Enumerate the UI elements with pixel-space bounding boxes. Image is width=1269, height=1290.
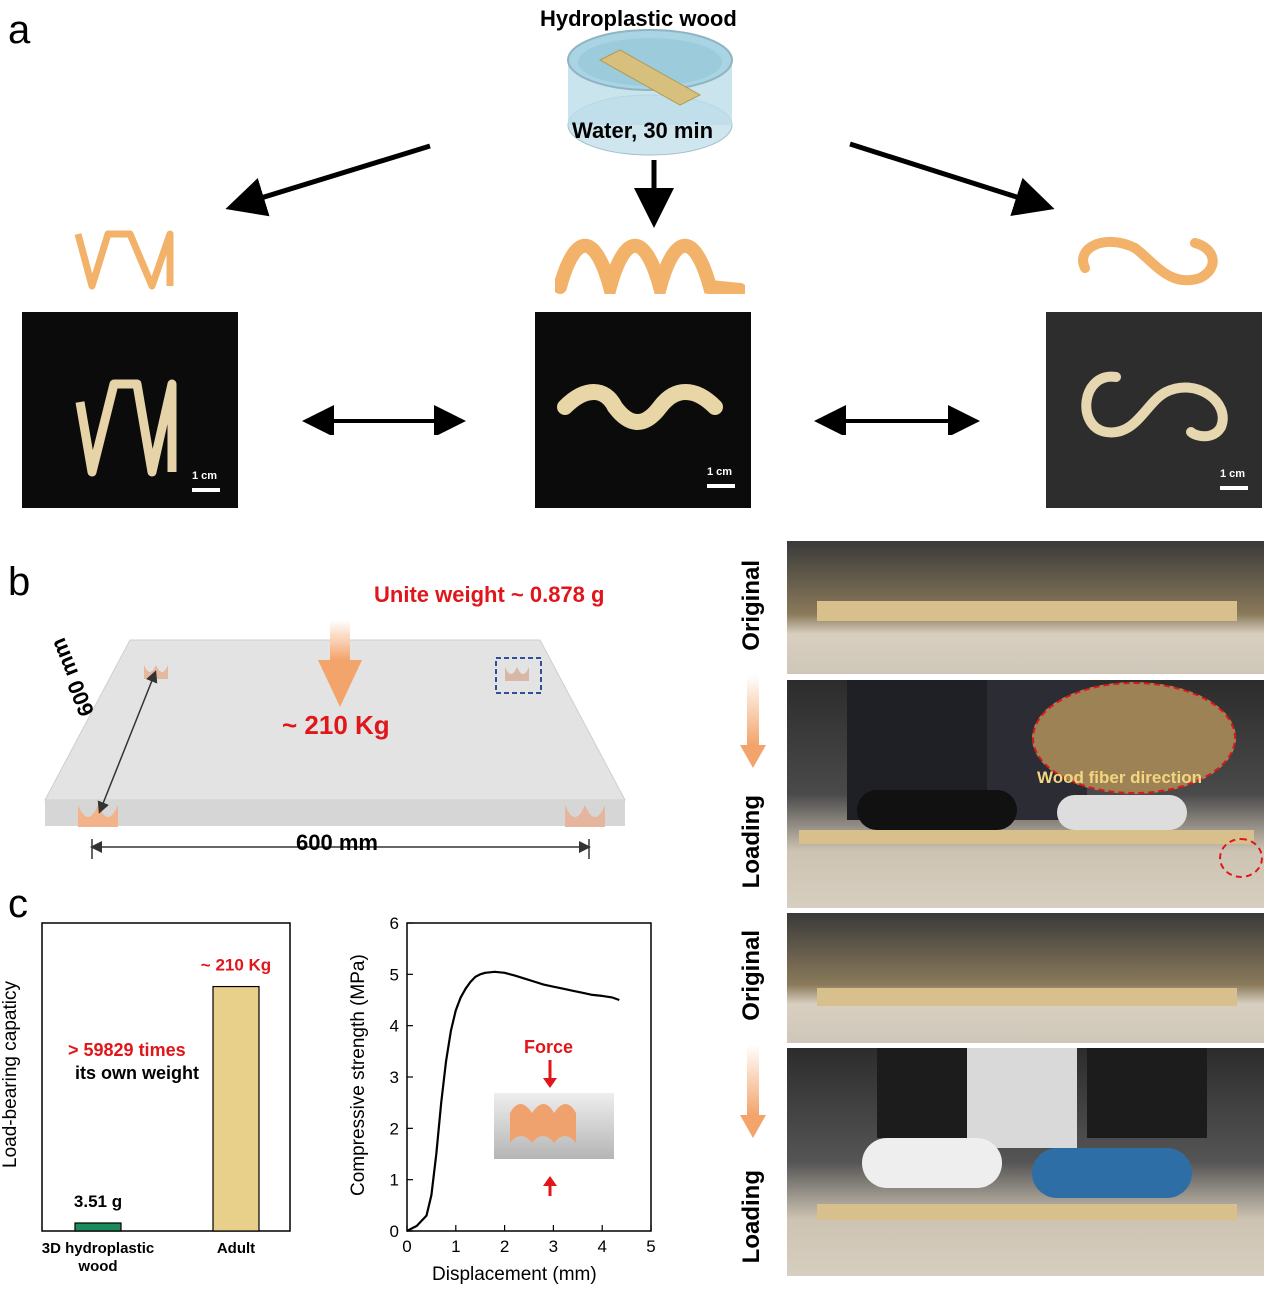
bar-category-label-0: 3D hydroplastic [42, 1240, 155, 1257]
compression-inset [494, 1060, 614, 1196]
x-tick-label: 0 [402, 1237, 411, 1256]
scale-label: 1 cm [1220, 468, 1246, 480]
hydroplastic-wood-title: Hydroplastic wood [540, 6, 737, 31]
panel-b-letter: b [8, 560, 31, 604]
y-tick-label: 2 [390, 1119, 399, 1138]
scale-label: 1 cm [707, 466, 733, 478]
board-photo-loading-2 [787, 1048, 1264, 1276]
x-tick-label: 4 [597, 1237, 606, 1256]
board-photo-original-1 [787, 541, 1264, 674]
annotation-times: > 59829 times [68, 1040, 186, 1060]
panel-c-letter: c [8, 882, 28, 926]
bar-1 [212, 985, 260, 1232]
sequence-arrows [740, 675, 766, 1138]
strength-curve [406, 970, 620, 1232]
bar-plot-frame [41, 922, 291, 1232]
bar-category-label-0: wood [77, 1258, 117, 1275]
board-photo-original-2 [787, 913, 1264, 1043]
photo-label-loading-2: Loading [738, 1170, 765, 1264]
floor-board-diagram [44, 620, 626, 859]
x-tick-label: 5 [646, 1237, 655, 1256]
bar-0 [74, 1222, 122, 1232]
zigzag-shape-render [74, 230, 174, 290]
scale-bar [1220, 486, 1248, 490]
scale-bar [192, 488, 220, 492]
line-y-axis-label: Compressive strength (MPa) [348, 954, 369, 1196]
bar-y-axis-label: Load-bearing capaticy [0, 981, 21, 1169]
spiral-shape-render [555, 238, 745, 294]
reversible-double-arrows [302, 405, 980, 435]
zigzag-photo: 1 cm [22, 312, 238, 508]
force-label: Force [524, 1037, 574, 1057]
petri-dish-illustration [567, 29, 733, 156]
y-tick-label: 3 [390, 1068, 399, 1087]
x-tick-label: 3 [549, 1237, 558, 1256]
bar-value-label-1: ~ 210 Kg [201, 956, 271, 975]
spiral-photo: 1 cm [535, 312, 751, 508]
bar-value-label-0: 3.51 g [74, 1192, 122, 1211]
panel-a-letter: a [8, 8, 31, 52]
annotation-own-weight: its own weight [75, 1063, 199, 1083]
scale-bar [707, 484, 735, 488]
bar-category-label-1: Adult [217, 1240, 255, 1257]
x-tick-label: 1 [451, 1237, 460, 1256]
board-photo-loading-1: Wood fiber direction [787, 680, 1264, 908]
water-condition-label: Water, 30 min [572, 118, 714, 143]
unit-weight-label: Unite weight ~ 0.878 g [374, 582, 605, 607]
s-curve-photo: 1 cm [1046, 312, 1262, 508]
y-tick-label: 4 [390, 1017, 399, 1036]
scale-label: 1 cm [192, 470, 218, 482]
zoom-circle [1219, 838, 1263, 878]
transformation-arrows [225, 141, 1055, 228]
wood-fiber-direction-label: Wood fiber direction [1037, 768, 1202, 787]
y-tick-label: 6 [390, 915, 399, 933]
width-dimension-label: 600 mm [296, 830, 378, 855]
y-tick-label: 5 [390, 965, 399, 984]
line-x-axis-label: Displacement (mm) [432, 1264, 597, 1285]
s-curve-shape-render [1078, 236, 1218, 286]
compressive-strength-chart: 0 1 2 3 4 5 0 1 2 3 4 5 6 [390, 915, 656, 1256]
x-tick-label: 2 [500, 1237, 509, 1256]
y-tick-label: 1 [390, 1171, 399, 1190]
load-label: ~ 210 Kg [282, 710, 390, 740]
y-tick-label: 0 [390, 1222, 399, 1241]
photo-label-original-1: Original [738, 560, 765, 651]
